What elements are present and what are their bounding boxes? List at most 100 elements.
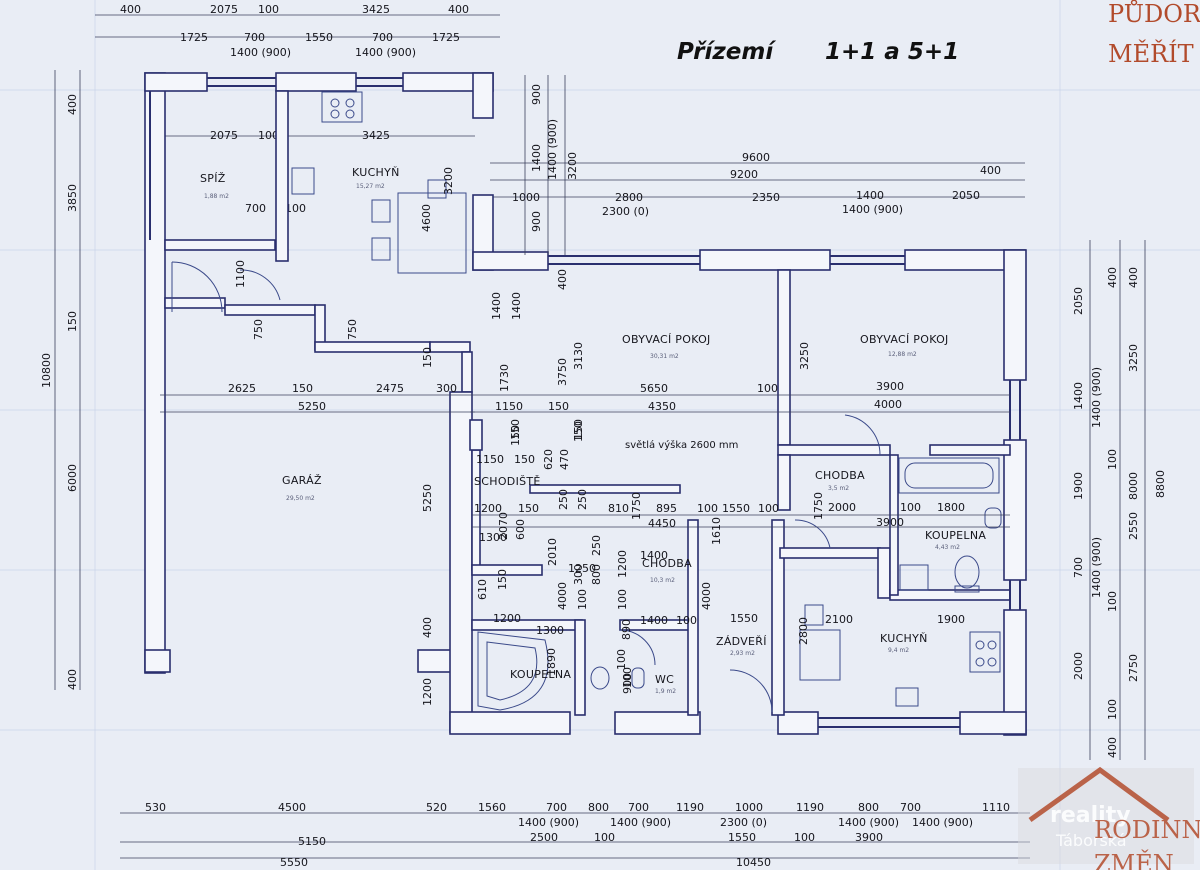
dim-l-400a: 400: [66, 94, 79, 115]
dim-s1200c: 1200: [493, 612, 521, 625]
dim-li-400: 400: [421, 617, 434, 638]
dim-300: 300: [436, 382, 457, 395]
dim-l-6000: 6000: [66, 464, 79, 492]
dim-s2070: 2070: [497, 512, 510, 540]
lower-dimensions: 2800 2100 1900 100 900 100 150: [509, 419, 965, 694]
room-spiz-area: 1,88 m2: [204, 193, 229, 200]
dim-s250a: 250: [557, 489, 570, 510]
dim-li-3200: 3200: [442, 167, 455, 195]
side-text-2: ZMĚN: [1094, 849, 1174, 870]
dim-r-700: 700: [1072, 557, 1085, 578]
dim-b3900: 3900: [855, 831, 883, 844]
dim-2300-0: 2300 (0): [602, 205, 649, 218]
dim-r-1400-900a: 1400 (900): [1090, 367, 1103, 428]
dim-b2-c: 2300 (0): [720, 816, 767, 829]
dim-cv-1400: 1400: [530, 144, 543, 172]
dim-s1610: 1610: [710, 517, 723, 545]
dim-li-4600: 4600: [420, 204, 433, 232]
dim-s600: 600: [514, 519, 527, 540]
left-dimensions: 400 3850 150 6000 400 10800 1100 750 750…: [40, 70, 455, 706]
dim-s2010: 2010: [546, 538, 559, 566]
dim-r-8800: 8800: [1154, 470, 1167, 498]
dim-cv-900b: 900: [530, 211, 543, 232]
dim-b100a: 100: [594, 831, 615, 844]
dim-b4500: 4500: [278, 801, 306, 814]
dim-l-400b: 400: [66, 669, 79, 690]
room-koupelna-2: KOUPELNA: [510, 668, 571, 681]
room-koupelna-1-area: 4,43 m2: [935, 544, 960, 551]
dim-b530: 530: [145, 801, 166, 814]
dim-spiz-100: 100: [285, 202, 306, 215]
side-text: RODINN: [1094, 816, 1200, 844]
dim-cv-3200: 3200: [566, 152, 579, 180]
dim-s100e: 100: [676, 614, 697, 627]
dim-top-400a: 400: [120, 3, 141, 16]
dim-s150d: 150: [496, 569, 509, 590]
dim-b800b: 800: [858, 801, 879, 814]
dim-b1000: 1000: [735, 801, 763, 814]
dim-in-100: 100: [258, 129, 279, 142]
dim-r-100b: 100: [1106, 591, 1119, 612]
watermark-logo: reality Táborská RODINN ZMĚN: [1018, 766, 1200, 870]
dim-top3-b: 1400 (900): [355, 46, 416, 59]
dim-9600: 9600: [742, 151, 770, 164]
stair-dimensions: 1150 150 620 470 150 1200 2070 150 250 2…: [472, 419, 1010, 676]
dim-b1110: 1110: [982, 801, 1010, 814]
dim-s3900: 3900: [876, 516, 904, 529]
dim-l100: 100: [621, 667, 634, 688]
dim-li-750a: 750: [252, 319, 265, 340]
dim-li-1100: 1100: [234, 260, 247, 288]
dim-s620: 620: [542, 449, 555, 470]
walls: [144, 72, 1027, 736]
dim-1150: 1150: [495, 400, 523, 413]
room-obyvaci-1: OBYVACÍ POKOJ: [622, 333, 711, 346]
dim-150b: 150: [548, 400, 569, 413]
dim-r-2550: 2550: [1127, 512, 1140, 540]
dim-li-150: 150: [421, 347, 434, 368]
dim-top2-1550: 1550: [305, 31, 333, 44]
room-obyvaci-1-area: 30,31 m2: [650, 353, 679, 360]
dim-b800a: 800: [588, 801, 609, 814]
room-kuchyn-2-area: 9,4 m2: [888, 647, 909, 654]
dim-4000: 4000: [874, 398, 902, 411]
logo-line2: Táborská: [1055, 831, 1127, 850]
dim-s1750: 1750: [630, 492, 643, 520]
dim-top2-700a: 700: [244, 31, 265, 44]
dim-l-10800: 10800: [40, 353, 53, 388]
room-obyvaci-2: OBYVACÍ POKOJ: [860, 333, 949, 346]
dim-s800: 800: [590, 564, 603, 585]
dim-4350: 4350: [648, 400, 676, 413]
dim-r-100a: 100: [1106, 449, 1119, 470]
dim-5650: 5650: [640, 382, 668, 395]
room-wc: WC: [655, 673, 674, 686]
dim-r-100c: 100: [1106, 699, 1119, 720]
windows: [149, 77, 1021, 728]
dim-r-1400: 1400: [1072, 382, 1085, 410]
dim-r-1900: 1900: [1072, 472, 1085, 500]
top-dimensions: 400 2075 100 3425 400 1725 700 1550 700 …: [95, 3, 500, 215]
dim-l2100: 2100: [825, 613, 853, 626]
ceiling-height-note: světlá výška 2600 mm: [625, 439, 738, 451]
dim-cv-900a: 900: [530, 84, 543, 105]
dim-3900a: 3900: [876, 380, 904, 393]
room-zadveri: ZÁDVEŘÍ: [716, 635, 767, 648]
dim-s4000: 4000: [556, 582, 569, 610]
room-labels: SPÍŽ 1,88 m2 KUCHYŇ 15,27 m2 OBYVACÍ POK…: [200, 166, 986, 695]
dim-s470: 470: [558, 449, 571, 470]
dim-100a: 100: [757, 382, 778, 395]
dim-2350: 2350: [752, 191, 780, 204]
dim-li-5250: 5250: [421, 484, 434, 512]
dim-top3-a: 1400 (900): [230, 46, 291, 59]
room-chodba-2-area: 10,3 m2: [650, 577, 675, 584]
dim-b1190b: 1190: [796, 801, 824, 814]
dim-s610: 610: [476, 579, 489, 600]
room-kuchyn-1-area: 15,27 m2: [356, 183, 385, 190]
doors: [171, 261, 881, 713]
dim-1400-900: 1400 (900): [842, 203, 903, 216]
dim-spiz-700: 700: [245, 202, 266, 215]
dim-b2-a: 1400 (900): [518, 816, 579, 829]
dim-in-3425: 3425: [362, 129, 390, 142]
dim-s890: 890: [620, 619, 633, 640]
dim-in-2075: 2075: [210, 129, 238, 142]
dim-top2-1725a: 1725: [180, 31, 208, 44]
